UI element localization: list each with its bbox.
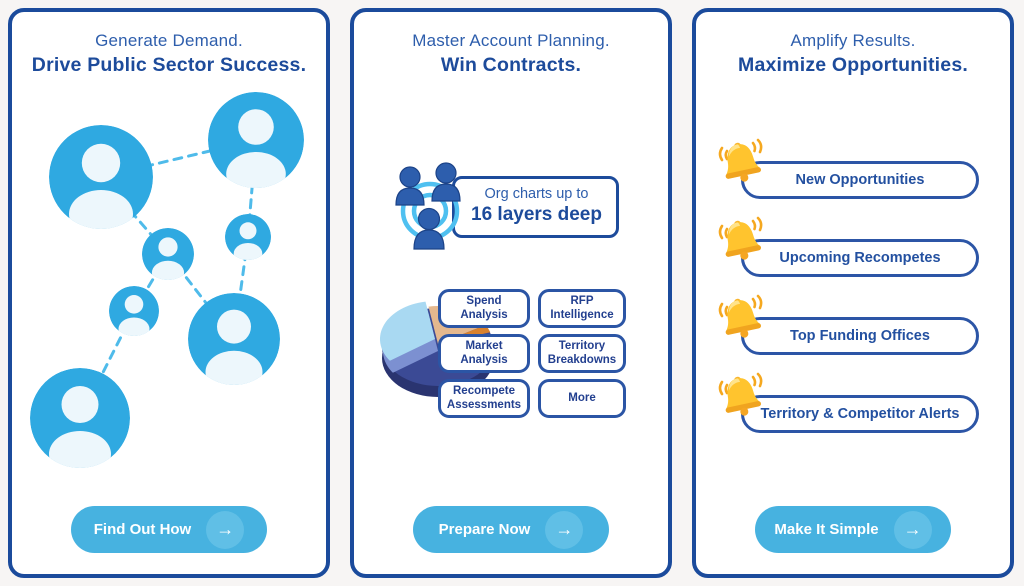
alert-row: Territory & Competitor Alerts <box>718 372 979 433</box>
feature-grid: Spend Analysis RFP Intelligence Market A… <box>438 289 626 419</box>
alert-row: New Opportunities <box>718 138 979 199</box>
alert-new-opportunities: New Opportunities <box>741 161 979 199</box>
alert-upcoming-recompetes: Upcoming Recompetes <box>741 239 979 277</box>
org-chart-caption-box: Org charts up to 16 layers deep <box>452 176 619 238</box>
card2-title-line1: Master Account Planning. <box>412 31 610 50</box>
org-chart-people-icon <box>395 162 461 250</box>
feature-more: More <box>538 379 626 419</box>
org-chart-callout: Org charts up to 16 layers deep <box>388 155 619 259</box>
bell-icon <box>718 372 763 416</box>
alert-territory-competitor-alerts: Territory & Competitor Alerts <box>741 395 979 433</box>
card2-title-line2: Win Contracts. <box>440 54 582 77</box>
feature-territory-breakdowns: Territory Breakdowns <box>538 334 626 374</box>
card3-title: Amplify Results. Maximize Opportunities. <box>696 30 1010 78</box>
cta-label: Prepare Now <box>438 521 531 538</box>
card3-title-line2: Maximize Opportunities. <box>738 54 968 77</box>
bell-icon <box>718 138 763 182</box>
card1-title-line2: Drive Public Sector Success. <box>31 54 307 77</box>
arrow-right-icon: → <box>206 510 245 549</box>
card-generate-demand: Generate Demand. Drive Public Sector Suc… <box>8 8 330 578</box>
card2-title: Master Account Planning. Win Contracts. <box>354 30 668 78</box>
make-it-simple-button[interactable]: Make It Simple → <box>755 506 951 553</box>
person-avatar <box>225 214 271 260</box>
network-dashed-lines <box>78 138 258 420</box>
find-out-how-button[interactable]: Find Out How → <box>71 506 267 553</box>
card-account-planning: Master Account Planning. Win Contracts. … <box>350 8 672 578</box>
org-caption-line2: 16 layers deep <box>471 203 602 225</box>
cta-label: Find Out How <box>93 521 192 538</box>
alert-top-funding-offices: Top Funding Offices <box>741 317 979 355</box>
alert-row: Upcoming Recompetes <box>718 216 979 277</box>
person-avatar <box>109 286 159 336</box>
cta-label: Make It Simple <box>774 521 879 538</box>
feature-spend-analysis: Spend Analysis <box>438 289 530 329</box>
card1-title-line1: Generate Demand. <box>95 31 243 50</box>
card3-title-line1: Amplify Results. <box>790 31 916 50</box>
alert-list: New Opportunities Upcomi <box>696 138 1010 433</box>
feature-market-analysis: Market Analysis <box>438 334 530 374</box>
alert-row: Top Funding Offices <box>718 294 979 355</box>
bell-icon <box>718 216 763 260</box>
card1-title: Generate Demand. Drive Public Sector Suc… <box>12 30 326 78</box>
org-caption-line1: Org charts up to <box>484 186 589 203</box>
feature-recompete-assessments: Recompete Assessments <box>438 379 530 419</box>
arrow-right-icon: → <box>545 510 584 549</box>
person-avatar <box>142 228 194 280</box>
bell-icon <box>718 294 763 338</box>
prepare-now-button[interactable]: Prepare Now → <box>413 506 609 553</box>
person-avatar <box>49 125 153 229</box>
card-amplify-results: Amplify Results. Maximize Opportunities. <box>692 8 1014 578</box>
person-avatar <box>188 293 280 385</box>
person-avatar <box>208 92 304 188</box>
people-network-graphic <box>30 92 304 468</box>
person-avatar <box>30 368 130 468</box>
feature-rfp-intelligence: RFP Intelligence <box>538 289 626 329</box>
arrow-right-icon: → <box>893 510 932 549</box>
